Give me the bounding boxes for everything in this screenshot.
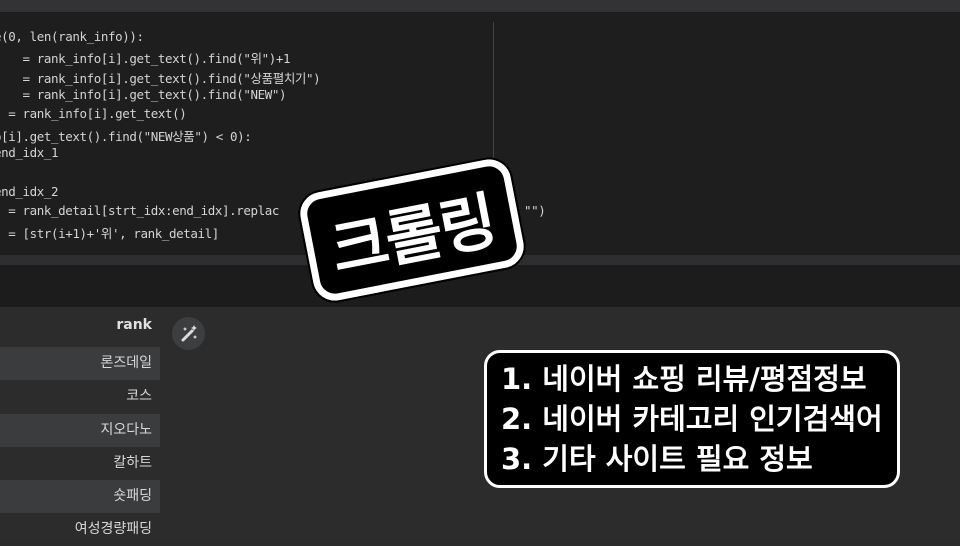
table-row: 숏패딩 <box>0 480 160 513</box>
code-line: = rank_info[i].get_text().find("NEW") <box>0 87 287 102</box>
table-row: 론즈데일 <box>0 347 160 380</box>
code-line: = rank_detail[strt_idx:end_idx].replac <box>0 203 280 218</box>
table-row: 칼하트 <box>113 455 152 471</box>
note-item: 1. 네이버 쇼핑 리뷰/평점정보 <box>501 362 867 396</box>
code-line: end_idx_2 <box>0 184 59 199</box>
code-line: e(0, len(rank_info)): <box>0 29 144 44</box>
line-length-ruler <box>493 22 494 252</box>
magic-wand-icon <box>181 324 197 341</box>
code-line: end_idx_1 <box>0 145 59 160</box>
table-header-rank: rank <box>116 317 152 333</box>
code-line: o[i].get_text().find("NEW상품") < 0): <box>0 129 252 144</box>
top-bar <box>0 0 960 12</box>
code-line: = rank_info[i].get_text().find("위")+1 <box>0 51 291 66</box>
table-row: 여성경량패딩 <box>74 521 152 537</box>
table-row: 코스 <box>126 388 152 404</box>
code-line: = rank_info[i].get_text().find("상품펼치기") <box>0 71 321 86</box>
code-line-tail: "") <box>524 203 546 218</box>
code-line: = rank_info[i].get_text() <box>0 106 187 121</box>
magic-wand-button[interactable] <box>172 317 205 350</box>
notes-caption: 1. 네이버 쇼핑 리뷰/평점정보 2. 네이버 카테고리 인기검색어 3. 기… <box>484 350 900 488</box>
sticker-text: 크롤링 <box>325 183 502 287</box>
code-line: = [str(i+1)+'위', rank_detail] <box>0 226 219 241</box>
table-row: 지오다노 <box>0 414 160 447</box>
note-item: 2. 네이버 카테고리 인기검색어 <box>501 402 883 436</box>
note-item: 3. 기타 사이트 필요 정보 <box>501 442 813 476</box>
